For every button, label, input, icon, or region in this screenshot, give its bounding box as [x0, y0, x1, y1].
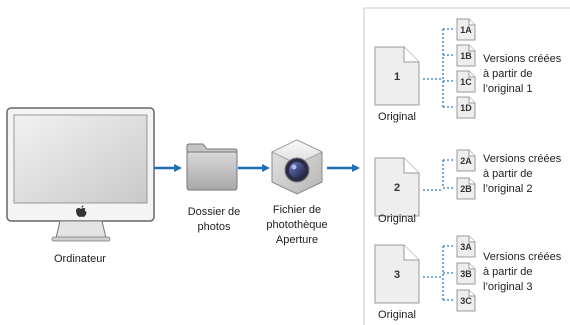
folder-label-line2: photos	[197, 221, 231, 233]
library-label-line1: Fichier de	[273, 204, 321, 216]
version-document-icon	[456, 262, 476, 285]
version-document-icon	[456, 149, 476, 172]
version-label: 1A	[460, 25, 472, 35]
computer-label: Ordinateur	[54, 253, 106, 265]
original-document-icon	[374, 157, 420, 217]
version-label: 2A	[460, 156, 472, 166]
apple-logo-icon	[76, 205, 87, 217]
original-number: 2	[394, 182, 400, 194]
version-document-icon	[456, 44, 476, 67]
imac-icon	[6, 107, 155, 242]
version-label: 2B	[460, 184, 472, 194]
library-label-line3: Aperture	[276, 234, 318, 246]
version-document-icon	[456, 18, 476, 41]
aperture-library-icon	[271, 139, 323, 195]
original-number: 1	[394, 71, 400, 83]
version-description-line: Versions créées	[483, 53, 562, 65]
version-document-icon	[456, 70, 476, 93]
version-document-icon	[456, 96, 476, 119]
version-label: 3C	[460, 296, 472, 306]
version-label: 1D	[460, 103, 472, 113]
version-description-line: Versions créées	[483, 251, 562, 263]
original-label: Original	[378, 111, 416, 123]
original-label: Original	[378, 309, 416, 321]
original-label: Original	[378, 213, 416, 225]
original-number: 3	[394, 269, 400, 281]
folder-label-line1: Dossier de	[188, 206, 241, 218]
version-document-icon	[456, 235, 476, 258]
version-description-line: Versions créées	[483, 153, 562, 165]
version-label: 1C	[460, 77, 472, 87]
version-description-line: l’original 1	[483, 83, 533, 95]
original-document-icon	[374, 244, 420, 304]
version-description-line: l’original 3	[483, 281, 533, 293]
version-label: 1B	[460, 51, 472, 61]
version-label: 3A	[460, 242, 472, 252]
version-description-line: l’original 2	[483, 183, 533, 195]
version-document-icon	[456, 289, 476, 312]
version-description-line: à partir de	[483, 68, 533, 80]
folder-icon	[186, 143, 238, 191]
versions-panel	[363, 7, 570, 325]
library-label-line2: photothèque	[266, 219, 327, 231]
version-description-line: à partir de	[483, 266, 533, 278]
version-label: 3B	[460, 269, 472, 279]
version-document-icon	[456, 177, 476, 200]
original-document-icon	[374, 46, 420, 106]
version-description-line: à partir de	[483, 168, 533, 180]
